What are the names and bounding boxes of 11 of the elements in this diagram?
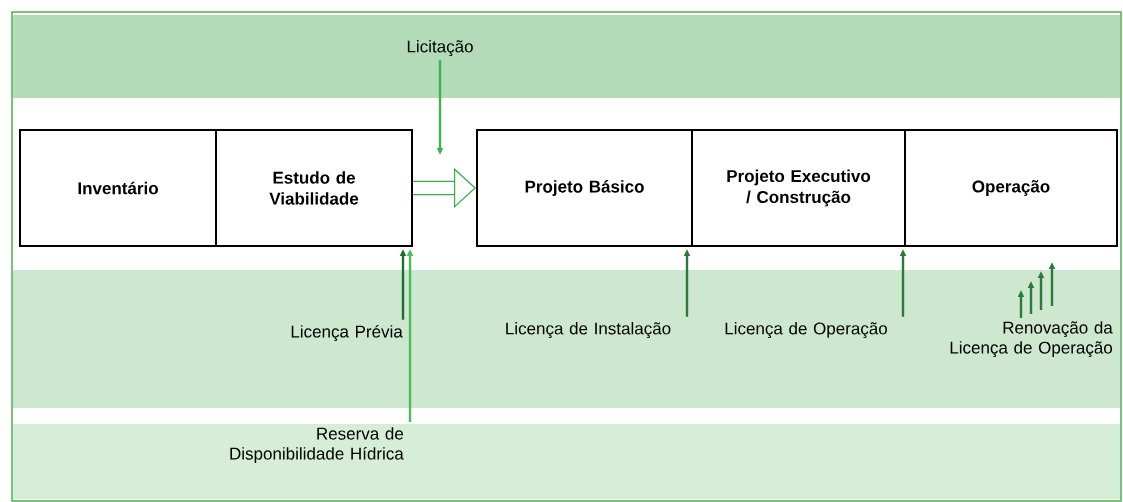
milestone-label: Licença de Operação — [725, 322, 887, 338]
milestone-label: Renovação da Licença de Operação — [950, 321, 1113, 358]
phase-box: Estudo de Viabilidade — [215, 129, 413, 247]
milestone-label: Licença Prévia — [291, 324, 403, 342]
phase-box: Inventário — [19, 129, 217, 247]
milestone-label: Licitação — [407, 40, 473, 56]
phase-box: Projeto Executivo / Construção — [691, 129, 906, 247]
phase-box: Operação — [904, 129, 1118, 247]
milestone-label: Reserva de Disponibilidade Hídrica — [230, 427, 404, 464]
milestone-label: Licença de Instalação — [506, 322, 671, 338]
phase-box: Projeto Básico — [476, 129, 693, 247]
